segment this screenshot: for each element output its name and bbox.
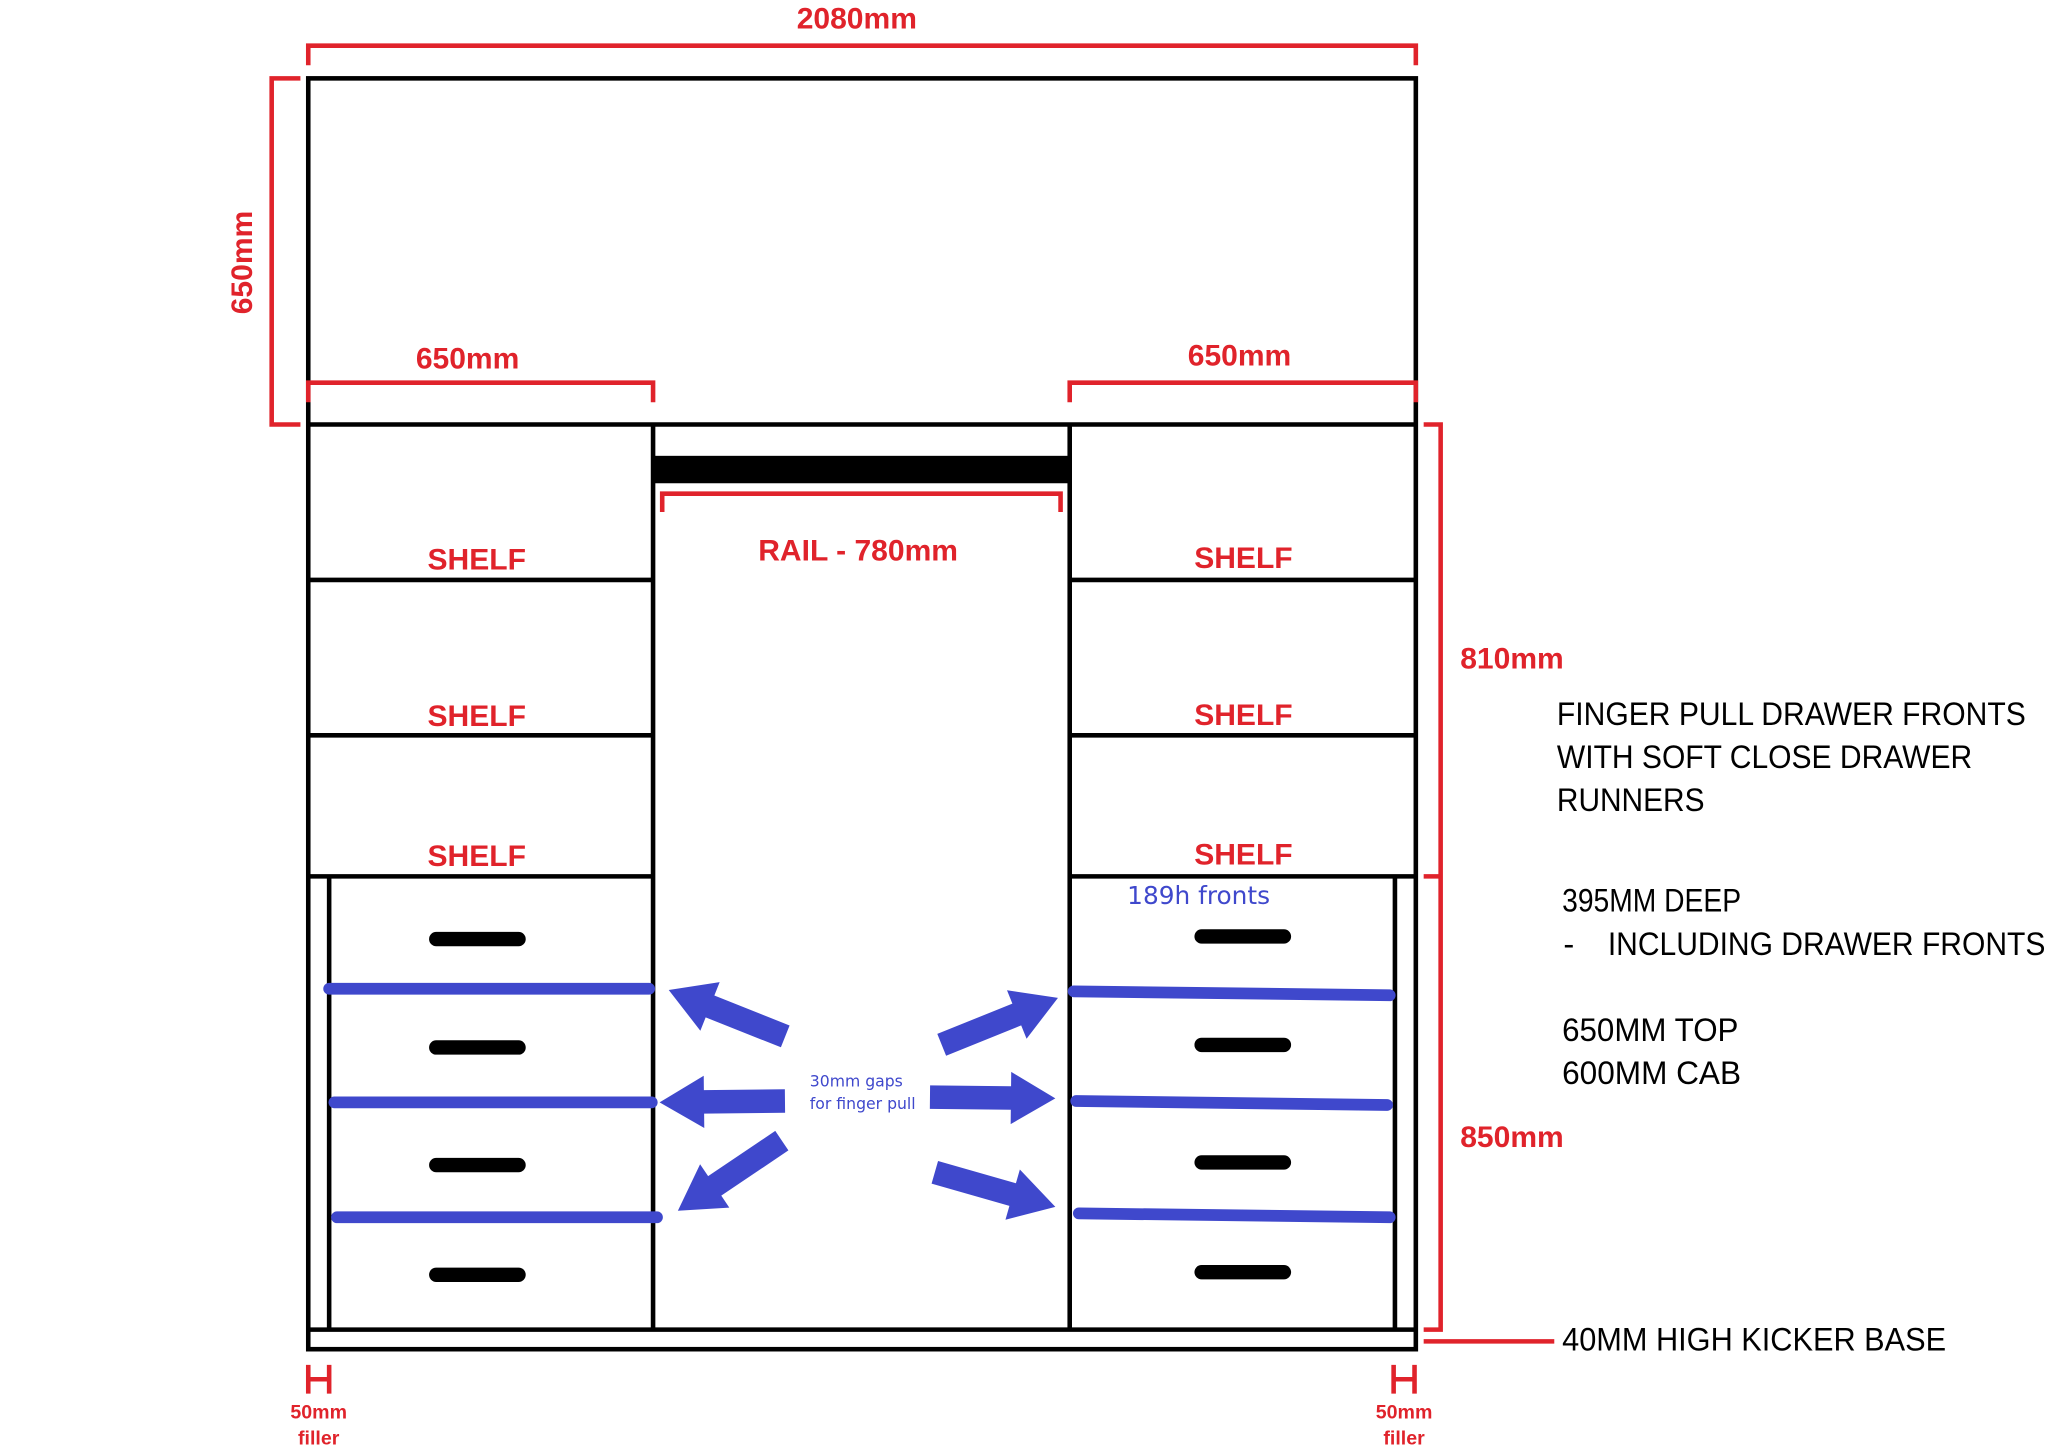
- note-depth-2: INCLUDING DRAWER FRONTS: [1608, 925, 2046, 962]
- drawer-front-note: 189h fronts: [1127, 881, 1270, 910]
- arrow-icon: [929, 1071, 1056, 1125]
- spec-notes: FINGER PULL DRAWER FRONTS WITH SOFT CLOS…: [1557, 695, 2045, 1358]
- gap-note-line-1: 30mm gaps: [810, 1072, 903, 1091]
- arrow-icon: [659, 1075, 786, 1129]
- shelf-label: SHELF: [428, 700, 526, 733]
- note-drawer-3: RUNNERS: [1557, 781, 1705, 818]
- left-filler-mark: [305, 1364, 332, 1394]
- wardrobe-outline: [305, 76, 1419, 1352]
- drawer-section-height-label: 850mm: [1460, 1121, 1564, 1154]
- overall-width-label: 2080mm: [797, 3, 917, 36]
- note-depth-bullet: -: [1563, 925, 1574, 962]
- finger-pull-gaps: [323, 982, 1396, 1224]
- arrow-icon: [668, 982, 790, 1048]
- right-filler-label-2: filler: [1383, 1428, 1425, 1450]
- outer-frame: [305, 76, 1419, 1352]
- shelf-label: SHELF: [428, 840, 526, 873]
- shelf-label: SHELF: [1194, 839, 1292, 872]
- hanging-rail: [653, 455, 1070, 484]
- left-width-bracket: [305, 380, 656, 403]
- left-filler-label-1: 50mm: [290, 1401, 347, 1423]
- shelf-label: SHELF: [1194, 699, 1292, 732]
- arrow-icon: [677, 1130, 789, 1211]
- note-top-depth: 650MM TOP: [1562, 1011, 1738, 1048]
- shelf-section-height-label: 810mm: [1460, 643, 1564, 676]
- left-width-label: 650mm: [416, 342, 520, 375]
- left-filler-label-2: filler: [298, 1428, 340, 1450]
- gap-arrows: [659, 982, 1058, 1220]
- right-width-bracket: [1067, 380, 1419, 403]
- rail-bracket: [659, 491, 1063, 512]
- dimension-lines: [269, 43, 1555, 1394]
- drawer-handles: [429, 929, 1292, 1282]
- gap-line: [1072, 1207, 1396, 1224]
- gap-note-line-2: for finger pull: [810, 1094, 916, 1113]
- right-width-label: 650mm: [1188, 340, 1292, 373]
- gap-line: [1070, 1095, 1393, 1111]
- arrow-icon: [931, 1160, 1056, 1220]
- shelf-label: SHELF: [1194, 542, 1292, 575]
- gap-line: [1067, 985, 1396, 1002]
- shelf-label: SHELF: [428, 543, 526, 576]
- note-drawer-2: WITH SOFT CLOSE DRAWER: [1557, 738, 1972, 775]
- right-filler-label-1: 50mm: [1376, 1401, 1433, 1423]
- overall-width-bracket: [305, 43, 1419, 66]
- top-height-bracket: [269, 76, 301, 427]
- top-height-label: 650mm: [226, 211, 259, 315]
- note-kicker: 40MM HIGH KICKER BASE: [1562, 1321, 1946, 1358]
- note-depth-1: 395MM DEEP: [1562, 882, 1741, 919]
- note-drawer-1: FINGER PULL DRAWER FRONTS: [1557, 695, 2026, 732]
- arrow-icon: [937, 990, 1058, 1056]
- rail-label: RAIL - 780mm: [758, 534, 958, 567]
- right-filler-mark: [1391, 1364, 1417, 1394]
- note-cab-depth: 600MM CAB: [1562, 1054, 1741, 1091]
